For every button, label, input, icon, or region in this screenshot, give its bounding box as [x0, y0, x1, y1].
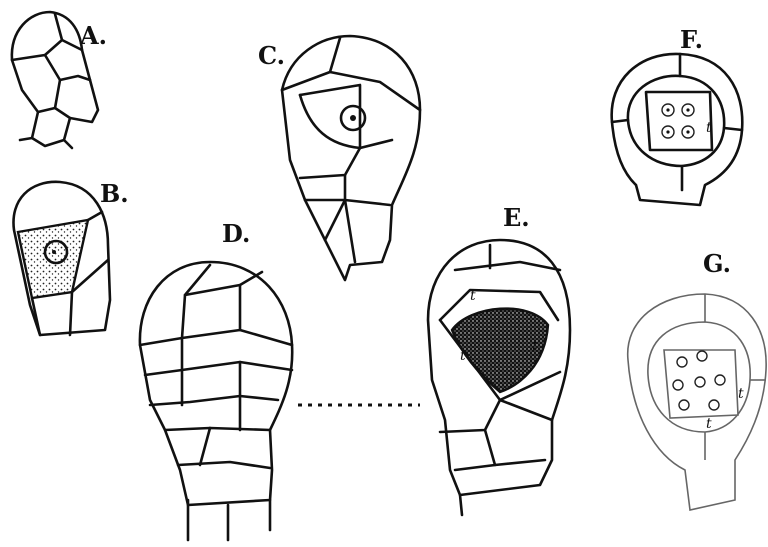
tapetum-label-g-right: t [738, 386, 744, 402]
diagram-c [282, 36, 420, 280]
diagram-g: t t [628, 294, 766, 510]
tapetum-label-e-right: t [532, 338, 538, 354]
tapetum-label-e-top: t [470, 288, 476, 304]
tapetum-label-e-left: t [460, 348, 466, 364]
diagram-a [12, 12, 98, 148]
tapetum-label-g-bottom: t [706, 416, 712, 432]
tapetum-label-f: t [706, 120, 712, 136]
diagram-d [140, 262, 292, 540]
diagram-f: t [612, 54, 743, 205]
diagram-b [13, 182, 110, 335]
diagram-e: t t t [428, 240, 570, 515]
